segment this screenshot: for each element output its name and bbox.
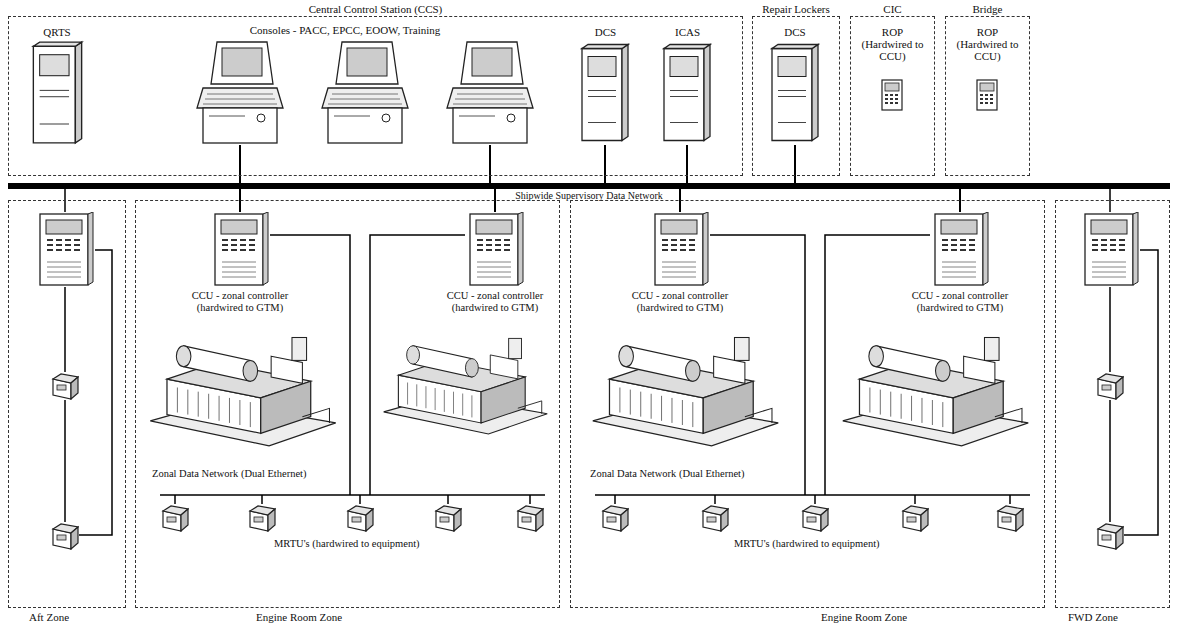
ccu-cabinet: [935, 212, 988, 285]
mrtu-unit: [348, 506, 373, 531]
device-label: ROP (Hardwired to CCU): [856, 26, 929, 62]
device-node: ICAS: [660, 24, 715, 145]
device-label: CCU - zonal controller (hardwired to GTM…: [433, 290, 557, 314]
mrtu-unit: [1098, 524, 1123, 549]
device-node: Consoles - PACC, EPCC, EOOW, Training: [150, 22, 540, 145]
device-node: DCS: [578, 24, 633, 145]
ccu-cabinet: [655, 212, 708, 285]
ccu-cabinet: [1085, 212, 1138, 285]
zonal-wire: [160, 235, 545, 504]
zone-box: FWD Zone: [1055, 200, 1170, 608]
rop-panel: [882, 80, 902, 110]
ccu-cabinet: [40, 212, 93, 285]
device-label: DCS: [770, 26, 820, 38]
mrtu-unit: [998, 506, 1023, 531]
zone-heading: Repair Lockers: [743, 3, 849, 15]
device-label: ICAS: [660, 26, 715, 38]
device-label: ROP (Hardwired to CCU): [951, 26, 1024, 62]
zone-box: Central Control Station (CCS)QRTSConsole…: [8, 16, 743, 176]
zone-box: BridgeROP (Hardwired to CCU): [945, 16, 1030, 176]
zone-heading: Bridge: [936, 3, 1039, 15]
zone-heading: Engine Room Zone: [256, 611, 342, 623]
gas-turbine: [843, 338, 1028, 446]
device-node: CCU - zonal controller (hardwired to GTM…: [433, 212, 557, 314]
device-label: CCU - zonal controller (hardwired to GTM…: [898, 290, 1022, 314]
device-node: CCU - zonal controller (hardwired to GTM…: [178, 212, 302, 314]
mrtu-unit: [436, 506, 461, 531]
mrtu-unit: [53, 374, 78, 399]
zonal-wire: [65, 188, 112, 535]
network-label: MRTU's (hardwired to equipment): [732, 538, 882, 550]
device-node: DCS: [770, 24, 820, 145]
zonal-wire: [1110, 188, 1158, 535]
device-label: CCU - zonal controller (hardwired to GTM…: [178, 290, 302, 314]
zone-heading: FWD Zone: [1068, 611, 1118, 623]
network-connector: [686, 145, 688, 183]
mrtu-unit: [903, 506, 928, 531]
ccu-cabinet: [470, 212, 523, 285]
gas-turbine: [593, 338, 778, 446]
device-label: QRTS: [22, 26, 92, 38]
mrtu-unit: [703, 506, 728, 531]
zone-heading: Aft Zone: [29, 611, 69, 623]
device-node: QRTS: [22, 24, 92, 145]
device-label: Consoles - PACC, EPCC, EOOW, Training: [150, 24, 540, 36]
device-node: ROP (Hardwired to CCU): [856, 24, 929, 62]
console: [322, 42, 408, 143]
console: [447, 42, 533, 143]
rop-panel: [977, 80, 997, 110]
ccu-cabinet: [215, 212, 268, 285]
zone-box: CICROP (Hardwired to CCU): [850, 16, 935, 176]
device-label: DCS: [578, 26, 633, 38]
icas-cabinet: [664, 45, 710, 141]
device-node: ROP (Hardwired to CCU): [951, 24, 1024, 62]
device-label: CCU - zonal controller (hardwired to GTM…: [618, 290, 742, 314]
network-label: Zonal Data Network (Dual Ethernet): [150, 468, 309, 480]
mrtu-unit: [603, 506, 628, 531]
zone-box: Aft Zone: [8, 200, 126, 608]
gas-turbine: [150, 338, 335, 446]
mrtu-unit: [163, 506, 188, 531]
dcs-cabinet: [582, 45, 628, 141]
network-drop: [489, 145, 491, 184]
network-label: Zonal Data Network (Dual Ethernet): [588, 468, 747, 480]
zonal-wire: [595, 235, 1030, 504]
mrtu-unit: [53, 524, 78, 549]
mrtu-unit: [803, 506, 828, 531]
zone-heading: Central Control Station (CCS): [0, 3, 752, 15]
console: [197, 42, 283, 143]
device-node: CCU - zonal controller (hardwired to GTM…: [898, 212, 1022, 314]
mrtu-unit: [1098, 374, 1123, 399]
network-label: MRTU's (hardwired to equipment): [272, 538, 422, 550]
dcs-cabinet: [772, 45, 818, 141]
gas-turbine: [384, 338, 548, 434]
network-connector: [604, 145, 606, 183]
zone-heading: CIC: [841, 3, 944, 15]
network-connector: [794, 145, 796, 183]
network-bus: Shipwide Supervisory Data Network: [8, 183, 1170, 189]
mrtu-unit: [250, 506, 275, 531]
network-connector: [239, 145, 241, 183]
mrtu-unit: [518, 506, 543, 531]
device-node: CCU - zonal controller (hardwired to GTM…: [618, 212, 742, 314]
zone-box: Repair LockersDCS: [752, 16, 840, 176]
qrts-cabinet: [33, 42, 81, 143]
zone-heading: Engine Room Zone: [821, 611, 907, 623]
